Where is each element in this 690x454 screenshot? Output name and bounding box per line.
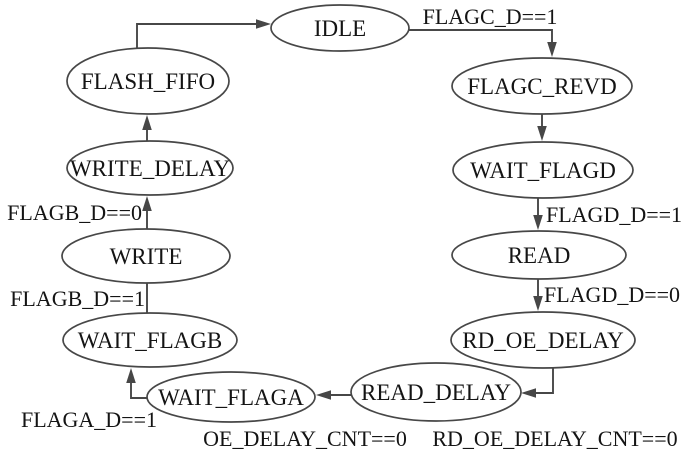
arrowhead-write_delay-flash_fifo xyxy=(142,115,152,130)
transition-label-write-write_delay: FLAGB_D==0 xyxy=(7,200,142,225)
state-ellipse-idle xyxy=(270,4,410,52)
state-ellipse-flagc_revd xyxy=(451,57,633,115)
state-label-read: READ xyxy=(508,243,571,268)
arrowhead-wait_flagd-read xyxy=(533,215,543,230)
transition-wait_flaga-wait_flagb xyxy=(130,376,147,399)
state-label-write_delay: WRITE_DELAY xyxy=(70,156,231,181)
transition-rd_oe_delay-read_delay xyxy=(530,368,554,394)
arrowhead-flash_fifo-idle xyxy=(256,19,271,29)
state-ellipse-rd_oe_delay xyxy=(450,311,636,369)
state-label-read_delay: READ_DELAY xyxy=(361,380,511,405)
state-ellipse-wait_flaga xyxy=(146,371,316,423)
transition-label-wait_flagb-write: FLAGB_D==1 xyxy=(10,286,145,311)
state-label-write: WRITE xyxy=(110,244,183,269)
transition-flash_fifo-idle xyxy=(136,23,262,48)
state-ellipse-write_delay xyxy=(66,140,234,196)
state-label-wait_flagd: WAIT_FLAGD xyxy=(470,158,616,183)
transition-label-wait_flagd-read: FLAGD_D==1 xyxy=(546,202,682,227)
state-label-idle: IDLE xyxy=(314,16,366,41)
arrowhead-idle-flagc_revd xyxy=(547,42,557,57)
arrowhead-flagc_revd-wait_flagd xyxy=(537,126,547,141)
transition-label-rd_oe_delay-read_delay: RD_OE_DELAY_CNT==0 xyxy=(432,426,677,451)
transition-label-wait_flaga-wait_flagb: FLAGA_D==1 xyxy=(21,407,157,432)
state-ellipse-flash_fifo xyxy=(66,47,230,115)
arrowhead-read-rd_oe_delay xyxy=(533,296,543,311)
transition-label-idle-flagc_revd: FLAGC_D==1 xyxy=(423,4,558,29)
state-ellipse-read xyxy=(451,230,627,280)
state-label-wait_flaga: WAIT_FLAGA xyxy=(158,385,304,410)
state-ellipse-read_delay xyxy=(350,362,522,422)
arrowhead-read_delay-wait_flaga xyxy=(316,390,331,400)
state-label-wait_flagb: WAIT_FLAGB xyxy=(78,328,222,353)
transition-label-read_delay-wait_flaga: OE_DELAY_CNT==0 xyxy=(203,426,407,451)
state-ellipse-wait_flagb xyxy=(62,312,238,368)
transition-idle-flagc_revd xyxy=(409,29,553,48)
state-label-flash_fifo: FLASH_FIFO xyxy=(81,69,215,94)
state-label-rd_oe_delay: RD_OE_DELAY xyxy=(462,328,624,353)
state-ellipse-write xyxy=(61,228,231,284)
transition-label-read-rd_oe_delay: FLAGD_D==0 xyxy=(544,282,680,307)
state-ellipse-wait_flagd xyxy=(452,141,634,199)
state-label-flagc_revd: FLAGC_REVD xyxy=(467,74,617,99)
arrowhead-rd_oe_delay-read_delay xyxy=(521,388,536,398)
arrowhead-wait_flaga-wait_flagb xyxy=(126,368,136,383)
arrowhead-write-write_delay xyxy=(142,196,152,211)
